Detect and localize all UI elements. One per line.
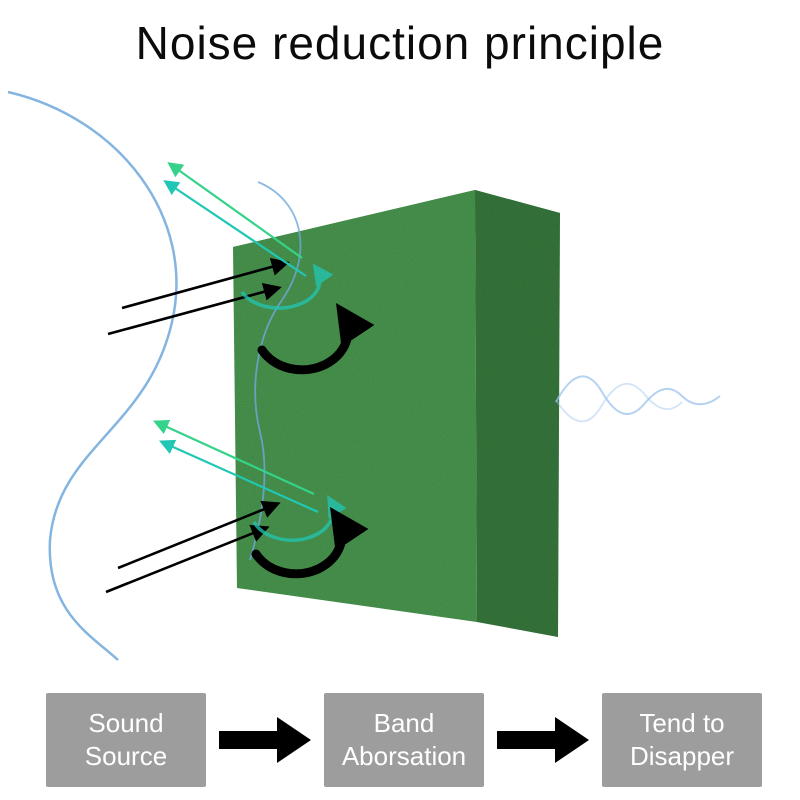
reflected-arrow-icon [163,180,307,277]
flow-arrow-shaft [219,731,277,749]
incident-arrows-bottom [105,500,281,594]
page-title: Noise reduction principle [135,17,665,69]
flow-step-sound-source: Sound Source [46,693,206,787]
flow-arrow-head [555,717,589,763]
incident-arrow-icon [107,282,282,336]
reflected-arrows-bottom [152,420,319,514]
flow-step-band-aborsation: Band Aborsation [324,693,484,787]
flow-arrow-icon [497,717,589,763]
process-flow: Sound Source Band Aborsation Tend to Dis… [0,692,800,788]
flow-step-label: Sound Source [84,708,168,771]
incident-arrows-top [107,258,290,336]
transmitted-wave-line-2 [555,383,683,423]
incident-arrow-icon [105,524,270,594]
flow-step-label: Tend to Disapper [629,708,735,771]
absorption-swirl-icon [251,507,369,579]
flow-step-label: Band Aborsation [341,708,467,771]
flow-step-tend-to-disapper: Tend to Disapper [602,693,762,787]
flow-arrow-icon [219,717,311,763]
reflected-arrow-icon [158,439,319,514]
reflected-arrow-icon [152,420,315,496]
flow-arrow-head [277,717,311,763]
incident-sound-wave [7,90,178,661]
incident-arrow-icon [121,258,290,310]
incident-arrow-icon [117,500,281,570]
panel-front-face [233,190,477,622]
acoustic-panel [233,190,560,637]
absorption-swirl-teal-icon [240,263,334,310]
panel-side-face [475,190,560,637]
reflected-arrow-icon [167,162,303,259]
flow-arrow-shaft [497,731,555,749]
transmitted-wave-line-1 [555,375,721,415]
reflected-arrows-top [163,162,307,277]
absorption-swirl-icon [257,303,375,375]
transmitted-wave [555,375,721,423]
small-sound-wave [249,181,302,561]
